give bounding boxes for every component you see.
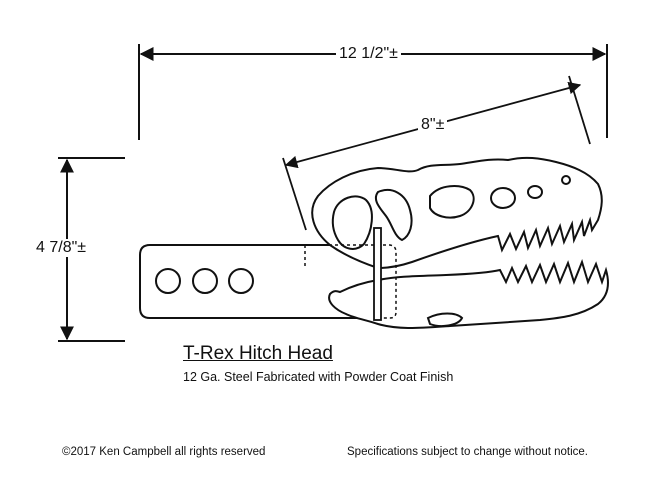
product-description: 12 Ga. Steel Fabricated with Powder Coat…: [183, 370, 454, 384]
copyright-notice: ©2017 Ken Campbell all rights reserved: [62, 446, 266, 458]
specification-notice: Specifications subject to change without…: [347, 446, 589, 458]
bolt-hole: [192, 268, 218, 294]
hitch-bar: [139, 244, 379, 319]
bolt-hole: [155, 268, 181, 294]
bolt-hole: [228, 268, 254, 294]
overall-length-label: 12 1/2"±: [336, 45, 401, 63]
t-rex-skull: [311, 156, 609, 329]
product-title: T-Rex Hitch Head: [183, 343, 333, 364]
hidden-lines: [304, 244, 397, 319]
head-length-label: 8"±: [418, 116, 448, 134]
mount-plate: [373, 227, 382, 321]
height-label: 4 7/8"±: [33, 239, 90, 257]
